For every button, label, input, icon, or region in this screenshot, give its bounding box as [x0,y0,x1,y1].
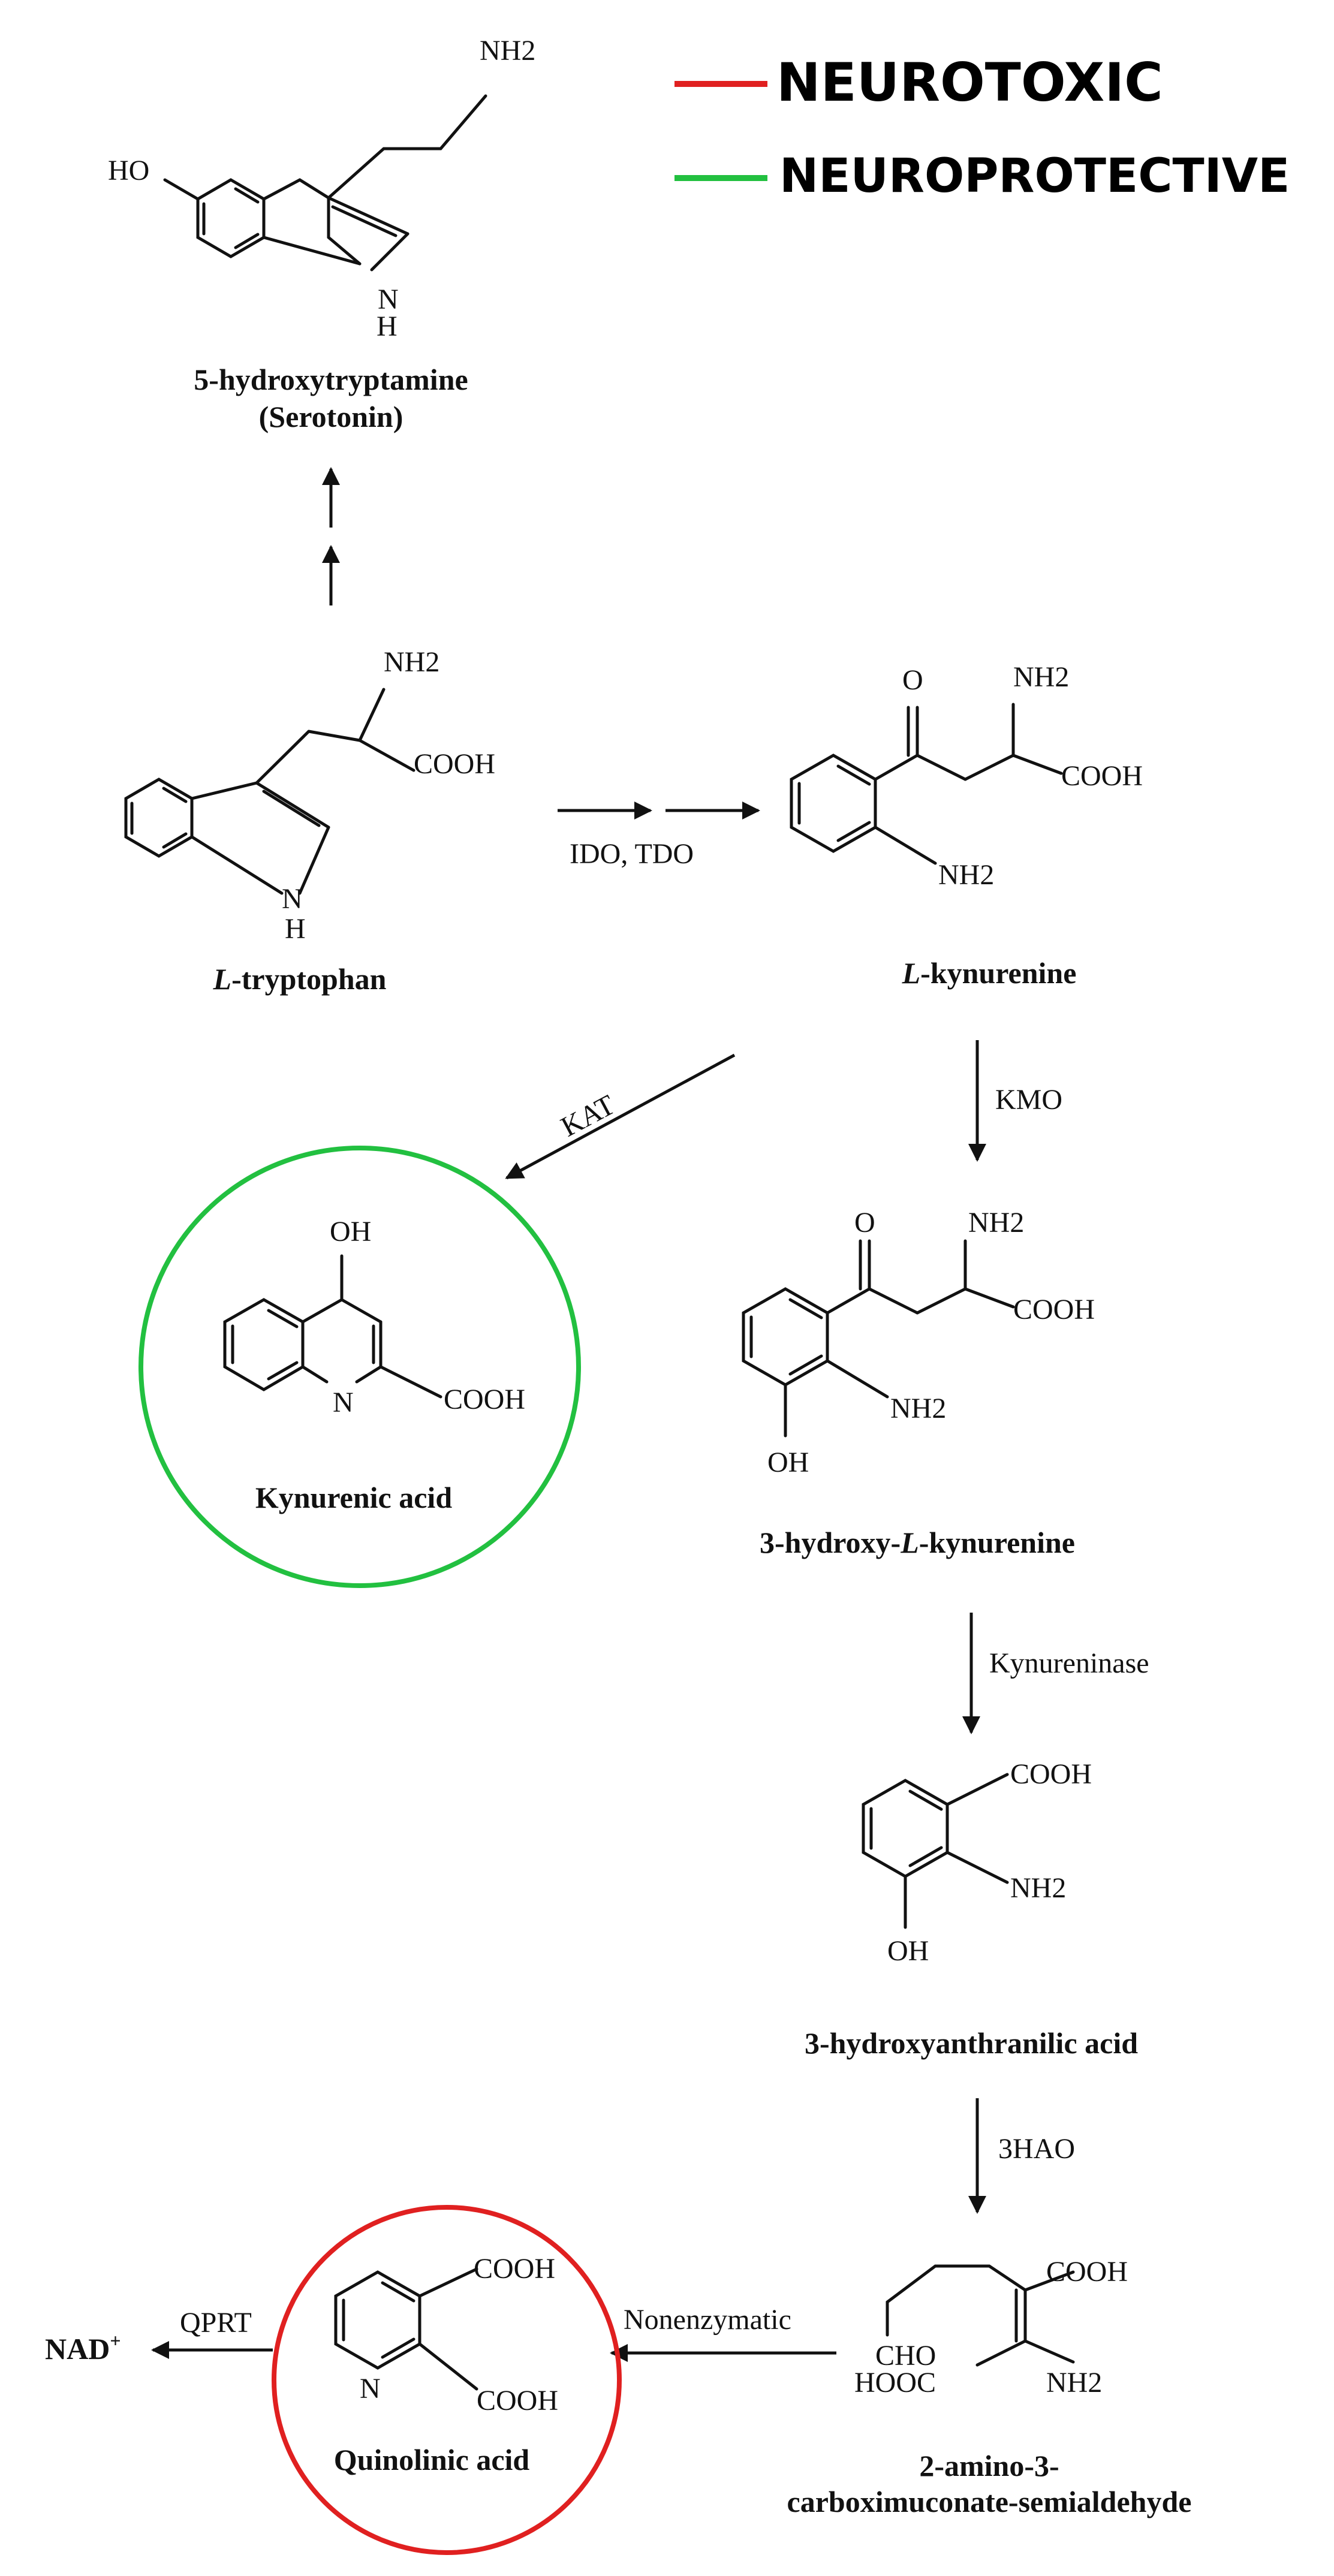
hydroxyanthranilic-structure: COOH NH2 OH 3-hydroxyanthranilic acid [805,1758,1138,2060]
enzyme-3hao: 3HAO [998,2133,1075,2165]
acms-nh2-label: NH2 [1046,2367,1102,2399]
kynurenine-nh2-top-label: NH2 [1013,661,1069,693]
quinolinic-n-label: N [360,2373,381,2405]
tryptophan-cooh-label: COOH [414,748,495,780]
hkyn-nh2-top-label: NH2 [968,1207,1024,1239]
quinolinic-acid-structure: COOH COOH N Quinolinic acid [272,2205,622,2555]
hkyn-oh-label: OH [767,1447,809,1478]
acms-cooh-label: COOH [1046,2256,1128,2288]
quinolinic-cooh-top-label: COOH [474,2253,555,2285]
serotonin-name-line1: 5-hydroxytryptamine [194,363,468,396]
kynurenic-cooh-label: COOH [444,1384,525,1415]
kynurenine-nh2-ring-label: NH2 [938,859,994,891]
haa-oh-label: OH [887,1935,929,1967]
serotonin-n-label: N [378,284,399,315]
tryptophan-structure: NH2 COOH N H L-tryptophan [124,646,495,996]
haa-nh2-label: NH2 [1010,1872,1066,1904]
tryptophan-name: L-tryptophan [213,962,387,996]
serotonin-nh2-label: NH2 [480,35,535,67]
enzyme-nonenzymatic: Nonenzymatic [624,2304,791,2336]
arrow-kat [505,1053,736,1180]
legend-neuroprotective-label: NEUROPROTECTIVE [779,149,1290,203]
haa-cooh-label: COOH [1010,1758,1092,1790]
acms-name-line1: 2-amino-3- [919,2449,1059,2482]
enzyme-qprt: QPRT [180,2307,252,2339]
quinolinic-cooh-bottom-label: COOH [477,2385,558,2417]
tryptophan-nh2-label: NH2 [384,646,439,678]
acms-cho-label: CHO [875,2340,936,2372]
serotonin-ho-label: HO [108,155,149,186]
hkyn-cooh-label: COOH [1013,1294,1095,1325]
hkyn-nh2-ring-label: NH2 [890,1393,946,1424]
acms-hooc-label: HOOC [854,2367,936,2399]
quinolinic-acid-name: Quinolinic acid [334,2443,530,2476]
kynurenine-cooh-label: COOH [1061,760,1143,792]
tryptophan-n-label: N [282,883,303,915]
neurotoxic-circle [272,2205,622,2555]
legend: NEUROTOXIC NEUROPROTECTIVE [674,52,1290,203]
kynurenic-oh-label: OH [330,1216,371,1248]
kynurenic-n-label: N [333,1387,354,1418]
serotonin-structure: HO NH2 N H 5-hydroxytryptamine (Serotoni… [108,35,535,433]
acms-structure: COOH CHO HOOC NH2 2-amino-3- carboximuco… [787,2256,1192,2518]
acms-name-line2: carboximuconate-semialdehyde [787,2485,1192,2518]
legend-neurotoxic-label: NEUROTOXIC [776,52,1163,113]
enzyme-kmo: KMO [995,1084,1062,1116]
kynurenic-acid-structure: OH N COOH Kynurenic acid [138,1146,581,1588]
hydroxyanthranilic-name: 3-hydroxyanthranilic acid [805,2026,1138,2060]
hydroxykynurenine-structure: O NH2 COOH NH2 OH 3-hydroxy-L-kynurenine [742,1207,1095,1559]
kynurenine-structure: O NH2 COOH NH2 L-kynurenine [790,661,1143,990]
enzyme-ido-tdo: IDO, TDO [570,838,694,870]
serotonin-name-line2: (Serotonin) [259,400,403,433]
kynurenine-o-label: O [902,664,923,696]
nad-label: NAD+ [45,2330,121,2366]
tryptophan-h-label: H [285,913,306,945]
kynurenic-acid-name: Kynurenic acid [255,1481,452,1514]
neuroprotective-circle [138,1146,581,1588]
serotonin-h-label: H [377,311,398,342]
kynurenine-name: L-kynurenine [902,956,1077,990]
hydroxykynurenine-name: 3-hydroxy-L-kynurenine [760,1526,1075,1559]
hkyn-o-label: O [854,1207,875,1239]
enzyme-kynureninase: Kynureninase [989,1647,1149,1679]
